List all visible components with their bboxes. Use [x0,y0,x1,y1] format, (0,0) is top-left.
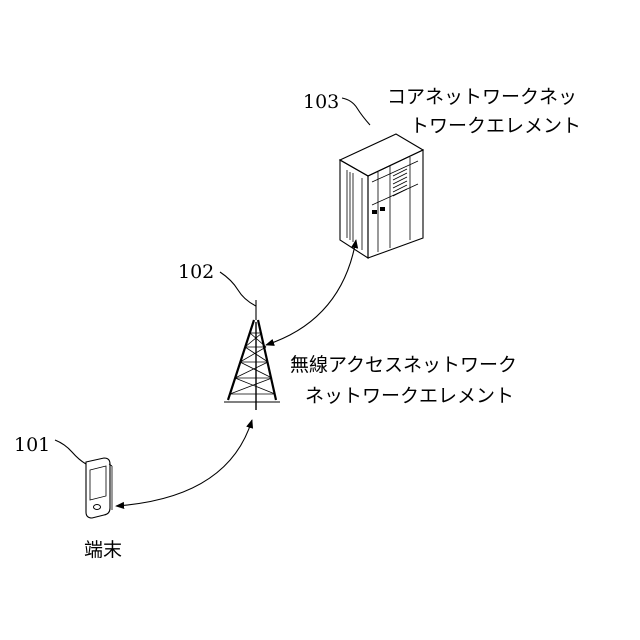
ref-103: 103 [303,91,339,113]
leader-line-101 [55,440,86,464]
link-terminal-to-tower [116,420,252,506]
mobile-phone-icon [86,458,112,518]
label-103-line1: コアネットワークネッ [387,86,577,108]
label-102-line1: 無線アクセスネットワーク [290,354,517,376]
leader-line-102 [220,272,256,306]
label-103-line2: トワークエレメント [410,115,581,137]
leader-line-103 [342,98,370,125]
label-101: 端末 [84,539,122,561]
link-tower-to-core [266,240,356,345]
tower-icon [224,300,280,410]
server-icon [340,134,423,258]
ref-101: 101 [14,434,50,456]
ref-102: 102 [178,261,214,283]
label-102-line2: ネットワークエレメント [305,385,514,407]
